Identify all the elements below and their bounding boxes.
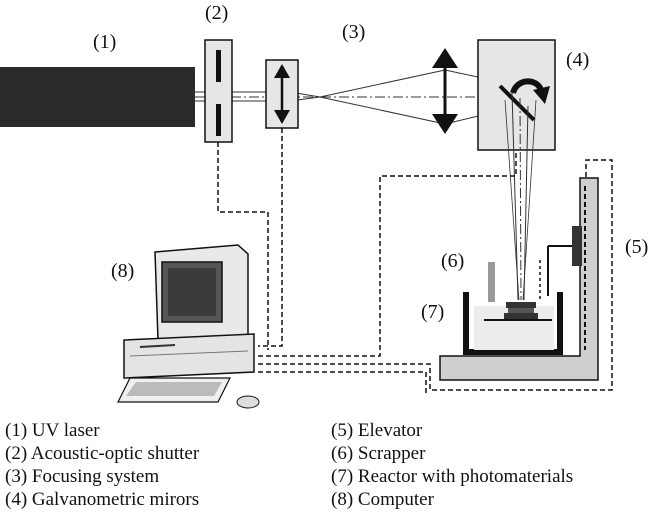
legend-right-3: (8) Computer [331,489,434,510]
legend-left-0: (1) UV laser [5,420,100,441]
legend-left-1: (2) Acoustic-optic shutter [5,443,200,464]
legend-right-2: (7) Reactor with photomaterials [331,466,574,487]
label-scrapper-number: (6) [441,250,465,272]
label-shutter-number: (2) [205,2,229,24]
elevator [439,177,599,381]
beam-vertical [504,91,537,301]
label-focusing-number: (3) [342,21,366,43]
reactor [463,292,563,355]
computer [117,244,260,409]
label-uv-laser-number: (1) [93,31,117,53]
beam-horizontal [195,69,521,125]
focusing-lens [265,59,299,129]
focusing-system [432,48,458,134]
label-computer-number: (8) [111,260,135,282]
label-elevator-number: (5) [625,236,649,258]
legend-right-1: (6) Scrapper [331,443,426,464]
legend-left-3: (4) Galvanometric mirors [5,489,200,510]
label-mirrors-number: (4) [566,49,590,71]
galvanometric-mirrors [477,39,556,151]
acoustic-optic-shutter [204,39,233,143]
scrapper [488,260,541,302]
label-reactor-number: (7) [421,301,445,323]
legend-left-2: (3) Focusing system [5,466,160,487]
legend-right-0: (5) Elevator [331,420,423,441]
uv-laser [0,67,195,127]
control-wiring [217,128,613,396]
